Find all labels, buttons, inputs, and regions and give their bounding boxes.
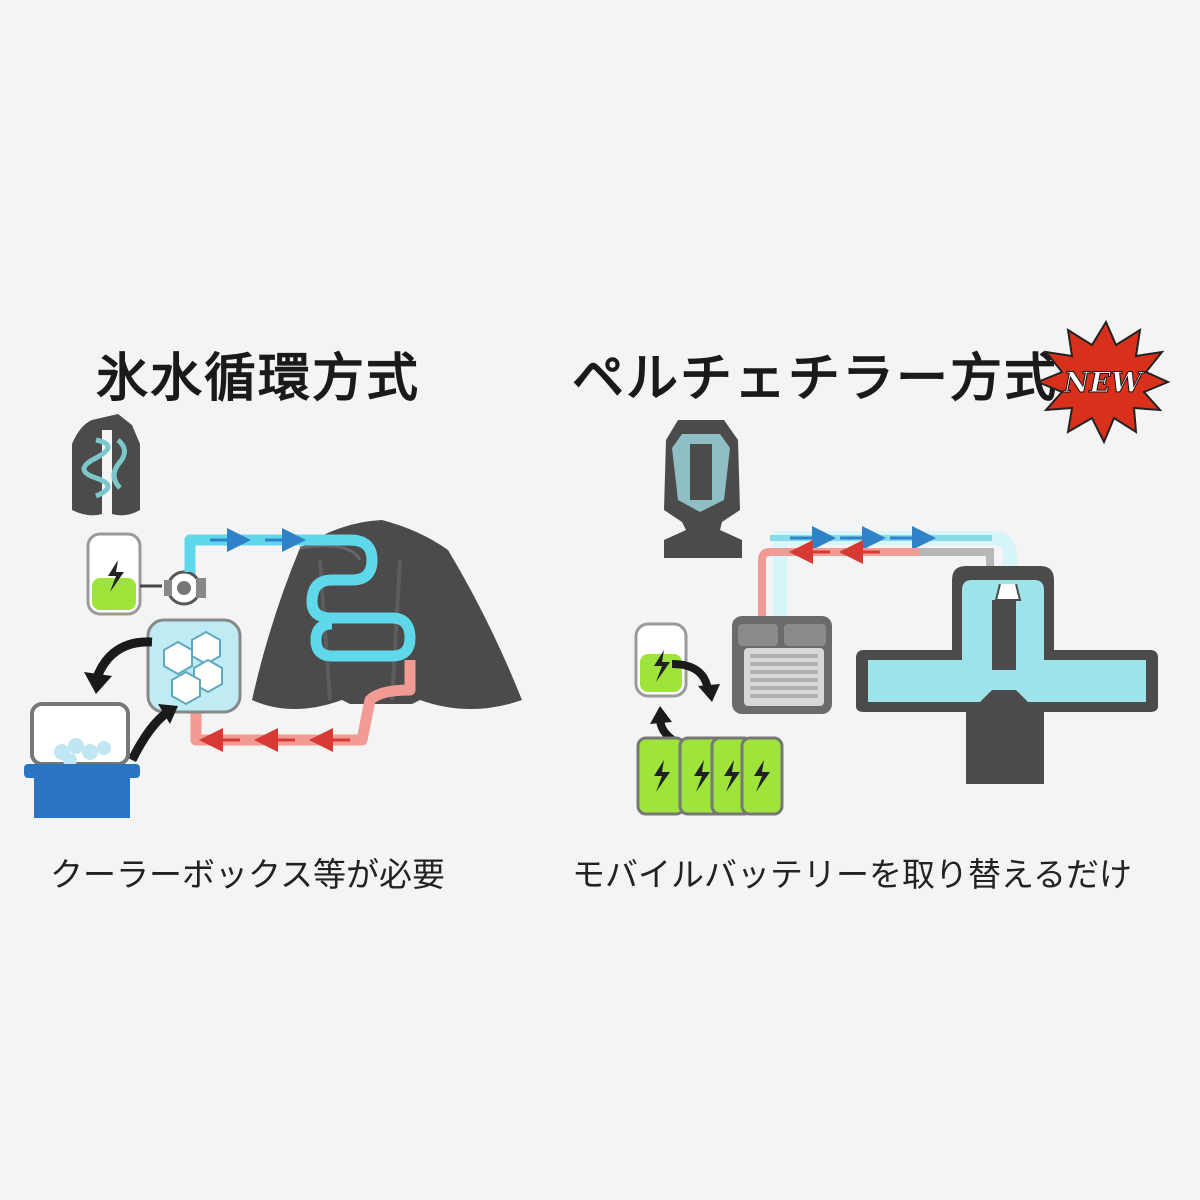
ice-cubes-icon: [146, 618, 242, 714]
battery-row: [636, 736, 784, 816]
cold-pipe: [184, 528, 416, 662]
left-caption: クーラーボックス等が必要: [50, 855, 446, 894]
lightning-icon: [108, 560, 124, 592]
vest-icon: [72, 414, 140, 516]
left-title: 氷水循環方式: [96, 349, 421, 409]
cold-pipe: [770, 526, 1017, 616]
lightning-icon: [654, 650, 670, 682]
battery-icon: [740, 736, 784, 816]
swap-arrows-icon: [84, 637, 178, 763]
vest-icon: [664, 420, 742, 558]
pump-icon: [164, 540, 206, 606]
lightning-icon: [724, 760, 740, 792]
battery-icon: [636, 736, 686, 816]
cooler-box-icon: [24, 702, 140, 818]
cooled-vest-section: [856, 566, 1158, 784]
lightning-icon: [694, 760, 710, 792]
new-badge-text: NEW: [1063, 366, 1145, 399]
battery-icon: [634, 622, 688, 698]
lightning-icon: [754, 760, 770, 792]
warm-pipe: [190, 660, 416, 752]
right-title: ペルチェチラー方式: [572, 349, 1059, 409]
lightning-icon: [654, 760, 670, 792]
peltier-unit-icon: [732, 616, 832, 714]
right-caption: モバイルバッテリーを取り替えるだけ: [572, 855, 1133, 894]
new-badge: NEW: [1035, 319, 1171, 445]
battery-icon: [86, 532, 162, 616]
